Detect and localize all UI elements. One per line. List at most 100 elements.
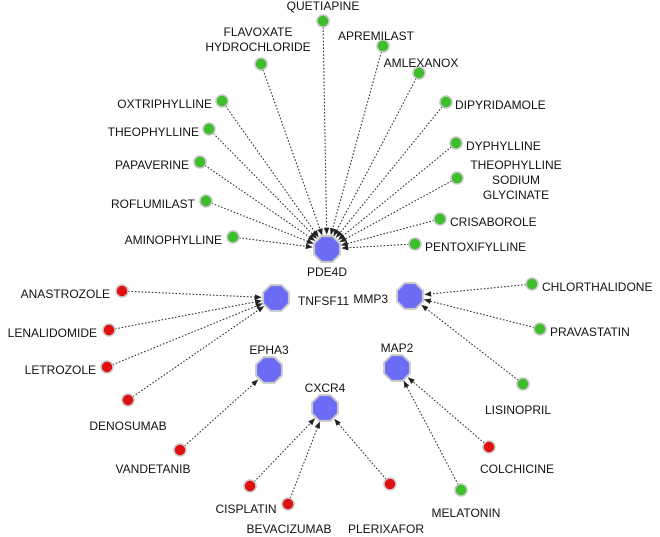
edge-lisinopril-to-mmp3: [421, 304, 519, 381]
drug-node-chlorthalidone[interactable]: [525, 277, 539, 291]
drug-label-line: SODIUM: [492, 173, 540, 187]
drug-label-cisplatin: CISPLATIN: [215, 502, 276, 516]
drug-label-line: GLYCINATE: [483, 188, 549, 202]
drug-node-aminophylline[interactable]: [226, 230, 240, 244]
drug-label-melatonin: MELATONIN: [432, 506, 501, 520]
drug-label-line: VANDETANIB: [116, 462, 191, 476]
drug-label-line: THEOPHYLLINE: [470, 158, 561, 172]
edge-flavoxate-to-pde4d: [262, 69, 323, 236]
drug-label-colchicine: COLCHICINE: [480, 462, 554, 476]
drug-label-bevacizumab: BEVACIZUMAB: [246, 522, 331, 536]
edge-roflumilast-to-pde4d: [211, 202, 314, 244]
drug-node-theophylline-sodium-glycinate[interactable]: [450, 171, 464, 185]
drug-label-dipyridamole: DIPYRIDAMOLE: [455, 98, 546, 112]
drug-label-line: PENTOXIFYLLINE: [425, 240, 526, 254]
drug-label-amlexanox: AMLEXANOX: [384, 56, 459, 70]
drug-node-crisaborole[interactable]: [433, 212, 447, 226]
drug-label-vandetanib: VANDETANIB: [116, 462, 191, 476]
drug-label-line: MELATONIN: [432, 506, 501, 520]
drug-label-chlorthalidone: CHLORTHALIDONE: [542, 280, 652, 294]
target-node-epha3[interactable]: [255, 356, 283, 384]
drug-node-flavoxate[interactable]: [254, 57, 268, 71]
edge-theophylline-to-pde4d: [212, 132, 317, 239]
edge-apremilast-to-pde4d: [329, 51, 382, 236]
target-node-mmp3[interactable]: [396, 282, 424, 310]
edge-melatonin-to-map2: [403, 380, 459, 485]
drug-node-denosumab[interactable]: [121, 393, 135, 407]
edge-letrozole-to-tnfsf11: [112, 303, 263, 366]
drug-label-lenalidomide: LENALIDOMIDE: [8, 326, 97, 340]
edge-quetiapine-to-pde4d: [322, 26, 330, 235]
drug-label-line: FLAVOXATE: [224, 25, 293, 39]
drug-label-line: CRISABOROLE: [450, 215, 537, 229]
drug-node-apremilast[interactable]: [376, 39, 390, 53]
drug-label-pentoxifylline: PENTOXIFYLLINE: [425, 240, 526, 254]
drug-node-bevacizumab[interactable]: [281, 497, 295, 511]
drug-node-cisplatin[interactable]: [243, 479, 257, 493]
drug-label-aminophylline: AMINOPHYLLINE: [125, 233, 222, 247]
drug-label-line: DIPYRIDAMOLE: [455, 98, 546, 112]
nodes-layer: [100, 14, 547, 511]
drug-label-papaverine: PAPAVERINE: [115, 158, 189, 172]
drug-label-line: PAPAVERINE: [115, 158, 189, 172]
drug-label-line: ROFLUMILAST: [111, 197, 196, 211]
edge-dyphylline-to-pde4d: [338, 146, 452, 240]
drug-node-dyphylline[interactable]: [449, 136, 463, 150]
drug-label-line: BEVACIZUMAB: [246, 522, 331, 536]
target-label-map2: MAP2: [381, 341, 414, 355]
drug-label-lisinopril: LISINOPRIL: [485, 403, 551, 417]
edge-pravastatin-to-mmp3: [423, 298, 535, 328]
drug-node-roflumilast[interactable]: [199, 194, 213, 208]
drug-node-lenalidomide[interactable]: [102, 323, 116, 337]
drug-label-line: HYDROCHLORIDE: [205, 40, 310, 54]
drug-node-melatonin[interactable]: [454, 483, 468, 497]
drug-node-pravastatin[interactable]: [533, 322, 547, 336]
drug-label-line: OXTRIPHYLLINE: [117, 97, 212, 111]
drug-node-plerixafor[interactable]: [383, 477, 397, 491]
target-node-cxcr4[interactable]: [311, 394, 339, 422]
drug-label-line: APREMILAST: [338, 29, 415, 43]
drug-node-colchicine[interactable]: [482, 440, 496, 454]
edges-layer: [112, 26, 535, 499]
drug-node-quetiapine[interactable]: [316, 14, 330, 28]
target-label-cxcr4: CXCR4: [305, 381, 346, 395]
drug-node-theophylline[interactable]: [202, 122, 216, 136]
drug-node-papaverine[interactable]: [193, 155, 207, 169]
drug-label-roflumilast: ROFLUMILAST: [111, 197, 196, 211]
drug-label-line: THEOPHYLLINE: [108, 125, 199, 139]
edge-lenalidomide-to-tnfsf11: [114, 299, 262, 330]
drug-label-denosumab: DENOSUMAB: [89, 419, 166, 433]
drug-node-oxtriphylline[interactable]: [215, 94, 229, 108]
edge-theophylline-sodium-glycinate-to-pde4d: [339, 180, 452, 243]
drug-node-pentoxifylline[interactable]: [408, 237, 422, 251]
drug-label-line: CHLORTHALIDONE: [542, 280, 652, 294]
drug-node-dipyridamole[interactable]: [439, 95, 453, 109]
edge-crisaborole-to-pde4d: [340, 220, 435, 247]
drug-label-line: AMLEXANOX: [384, 56, 459, 70]
drug-label-apremilast: APREMILAST: [338, 29, 415, 43]
target-node-map2[interactable]: [383, 354, 411, 382]
target-node-pde4d[interactable]: [313, 235, 341, 263]
edge-colchicine-to-map2: [407, 377, 485, 444]
drug-label-line: AMINOPHYLLINE: [125, 233, 222, 247]
drug-node-letrozole[interactable]: [100, 360, 114, 374]
edge-cisplatin-to-cxcr4: [253, 418, 316, 483]
drug-label-oxtriphylline: OXTRIPHYLLINE: [117, 97, 212, 111]
drug-label-crisaborole: CRISABOROLE: [450, 215, 537, 229]
edge-dipyridamole-to-pde4d: [335, 106, 443, 238]
target-label-mmp3: MMP3: [353, 292, 388, 306]
target-label-epha3: EPHA3: [249, 343, 289, 357]
drug-node-lisinopril[interactable]: [516, 377, 530, 391]
target-node-tnfsf11[interactable]: [262, 284, 290, 312]
edge-pentoxifylline-to-pde4d: [341, 243, 410, 251]
drug-label-dyphylline: DYPHYLLINE: [466, 139, 541, 153]
drug-label-line: COLCHICINE: [480, 462, 554, 476]
drug-label-line: PLERIXAFOR: [348, 522, 424, 536]
drug-node-anastrozole[interactable]: [115, 284, 129, 298]
drug-node-amlexanox[interactable]: [412, 66, 426, 80]
drug-node-vandetanib[interactable]: [173, 443, 187, 457]
drug-label-quetiapine: QUETIAPINE: [287, 0, 360, 13]
drug-label-theophylline: THEOPHYLLINE: [108, 125, 199, 139]
target-label-pde4d: PDE4D: [307, 265, 347, 279]
